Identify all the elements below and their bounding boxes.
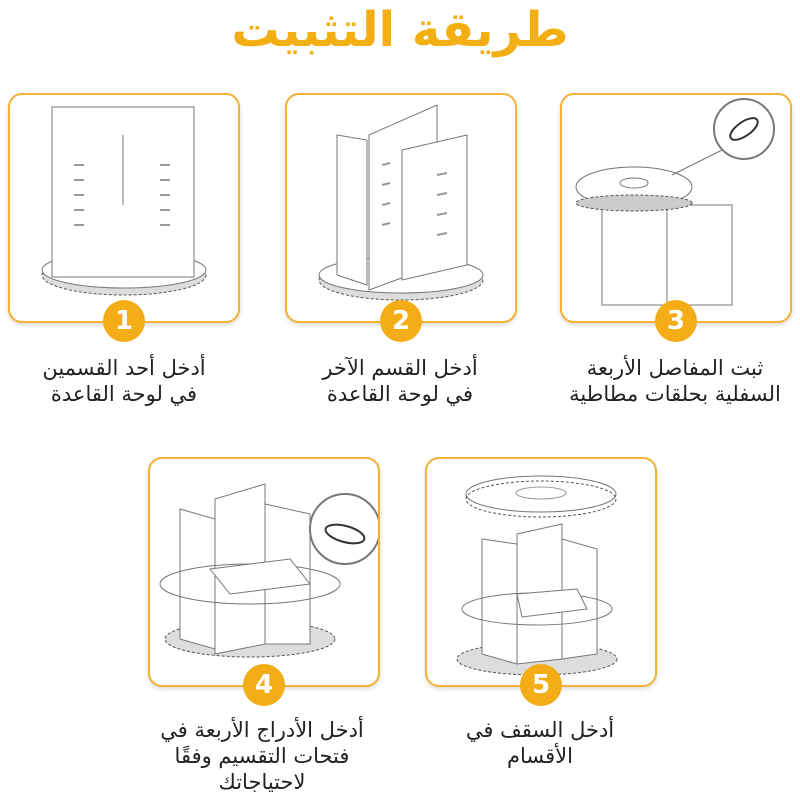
step-2-number-badge: 2: [380, 300, 422, 342]
step-1-card: 1: [8, 93, 240, 342]
step-1-number-badge: 1: [103, 300, 145, 342]
step-4-caption-line1: أدخل الأدراج الأربعة في: [160, 718, 364, 742]
step-5-caption-line1: أدخل السقف في: [465, 718, 615, 742]
step-5-card: 5: [425, 457, 657, 706]
step-1-caption: أدخل أحد القسمين في لوحة القاعدة: [0, 355, 254, 407]
step-2-illustration: [318, 104, 484, 301]
step-4-illustration: [159, 483, 378, 658]
step-3-illustration: [575, 98, 775, 306]
step-3-number-badge: 3: [655, 300, 697, 342]
step-4-caption: أدخل الأدراج الأربعة في فتحات التقسيم وف…: [132, 717, 392, 795]
step-4-caption-line3: لاحتياجاتك: [218, 770, 306, 794]
step-3-caption: ثبت المفاصل الأربعة السفلية بحلقات مطاطي…: [545, 355, 800, 407]
step-1-caption-line1: أدخل أحد القسمين: [42, 356, 206, 380]
step-2-caption-line2: في لوحة القاعدة: [326, 382, 474, 406]
step-2-caption: أدخل القسم الآخر في لوحة القاعدة: [270, 355, 530, 407]
step-5-illustration: [456, 475, 618, 676]
step-2-card: 2: [285, 93, 517, 342]
step-2-caption-line1: أدخل القسم الآخر: [322, 356, 478, 380]
step-3-caption-line1: ثبت المفاصل الأربعة: [586, 356, 764, 380]
step-5-number-badge: 5: [520, 664, 562, 706]
step-4-number-badge: 4: [243, 664, 285, 706]
step-5-caption-line2: الأقسام: [507, 744, 573, 768]
page-title: طريقة التثبيت: [231, 2, 569, 58]
step-5-caption: أدخل السقف في الأقسام: [410, 717, 670, 769]
step-1-illustration: [41, 106, 207, 296]
step-3-caption-line2: السفلية بحلقات مطاطية: [569, 382, 781, 406]
step-3-card: 3: [560, 93, 792, 342]
step-4-caption-line2: فتحات التقسيم وفقًا: [174, 744, 350, 768]
step-1-caption-line2: في لوحة القاعدة: [50, 382, 198, 406]
step-4-card: 4: [148, 457, 380, 706]
